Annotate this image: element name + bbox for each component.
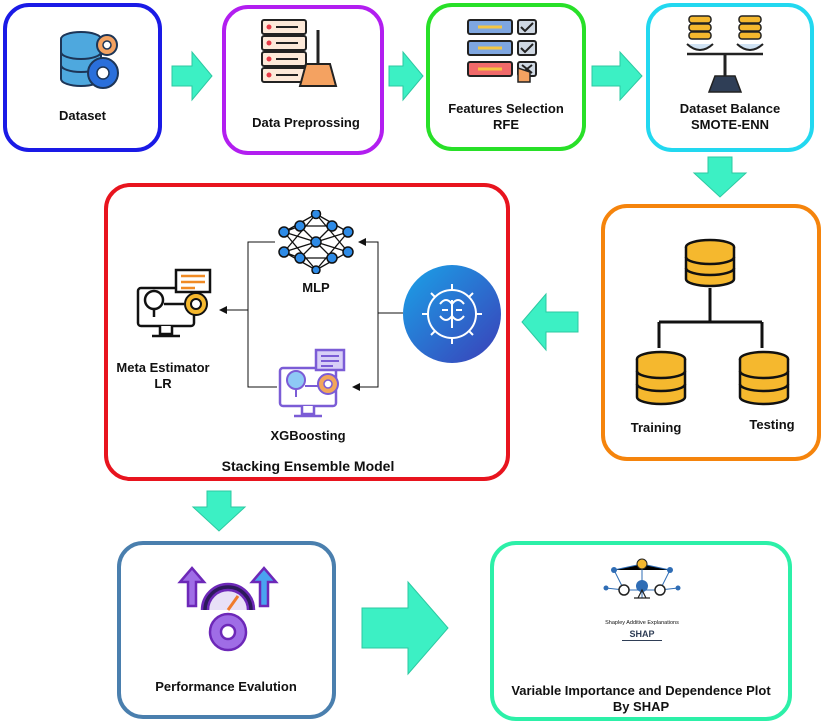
arrow-features-to-balance (591, 50, 643, 102)
arrow-performance-to-shap (361, 580, 449, 676)
balance-scale-icon (686, 15, 764, 93)
meta-estimator-title: Meta Estimator (116, 360, 210, 375)
shap-subtitle: By SHAP (612, 699, 670, 714)
server-broom-icon (261, 19, 338, 87)
split-tree-lines (657, 288, 764, 348)
shap-logo-caption: Shapley Additive Explanations (605, 620, 679, 626)
dataset-label: Dataset (59, 108, 106, 123)
stacking-title: Stacking Ensemble Model (221, 458, 395, 474)
arrow-preprocessing-to-features (388, 50, 424, 102)
dataset-box (3, 3, 162, 152)
xgboost-monitor-icon (278, 348, 346, 418)
meta-estimator-label: Meta Estimator LR (104, 360, 222, 392)
connector-brain-to-mlp (358, 238, 403, 314)
database-full-icon (684, 238, 736, 288)
database-gear-icon (60, 31, 119, 89)
checklist-select-icon (467, 19, 537, 83)
shap-label: Variable Importance and Dependence Plot … (494, 683, 788, 715)
performance-label: Performance Evalution (155, 679, 297, 694)
preprocessing-label: Data Preprossing (252, 115, 360, 130)
meta-estimator-icon (136, 268, 212, 338)
dataset-balance-title: Dataset Balance (679, 101, 781, 116)
shap-logo-text: SHAP (629, 629, 655, 639)
features-selection-label: Features Selection RFE (436, 101, 576, 133)
features-selection-method: RFE (493, 117, 519, 132)
dataset-balance-label: Dataset Balance SMOTE-ENN (656, 101, 804, 133)
performance-gauge-icon (177, 566, 279, 652)
shap-logo-rule (622, 640, 662, 641)
shap-logo-icon (603, 558, 681, 599)
training-label: Training (630, 420, 682, 435)
arrow-stacking-to-performance (191, 490, 247, 532)
arrow-balance-to-split (692, 156, 748, 198)
neural-network-icon (278, 210, 354, 274)
xgboosting-label: XGBoosting (270, 428, 346, 443)
database-training-icon (635, 350, 687, 406)
dataset-balance-method: SMOTE-ENN (691, 117, 769, 132)
train-test-split-box (601, 204, 821, 461)
shap-box (490, 541, 792, 721)
database-testing-icon (738, 350, 790, 406)
testing-label: Testing (749, 417, 795, 432)
connector-brain-to-xgb (352, 313, 379, 391)
ai-brain-gear-icon (403, 265, 501, 363)
arrow-split-to-stacking (521, 292, 579, 352)
meta-estimator-model: LR (154, 376, 172, 391)
connector-mlp-to-meta (247, 241, 277, 388)
features-selection-title: Features Selection (448, 101, 564, 116)
arrow-dataset-to-preprocessing (171, 50, 213, 102)
mlp-label: MLP (302, 280, 330, 295)
shap-title: Variable Importance and Dependence Plot (511, 683, 771, 698)
